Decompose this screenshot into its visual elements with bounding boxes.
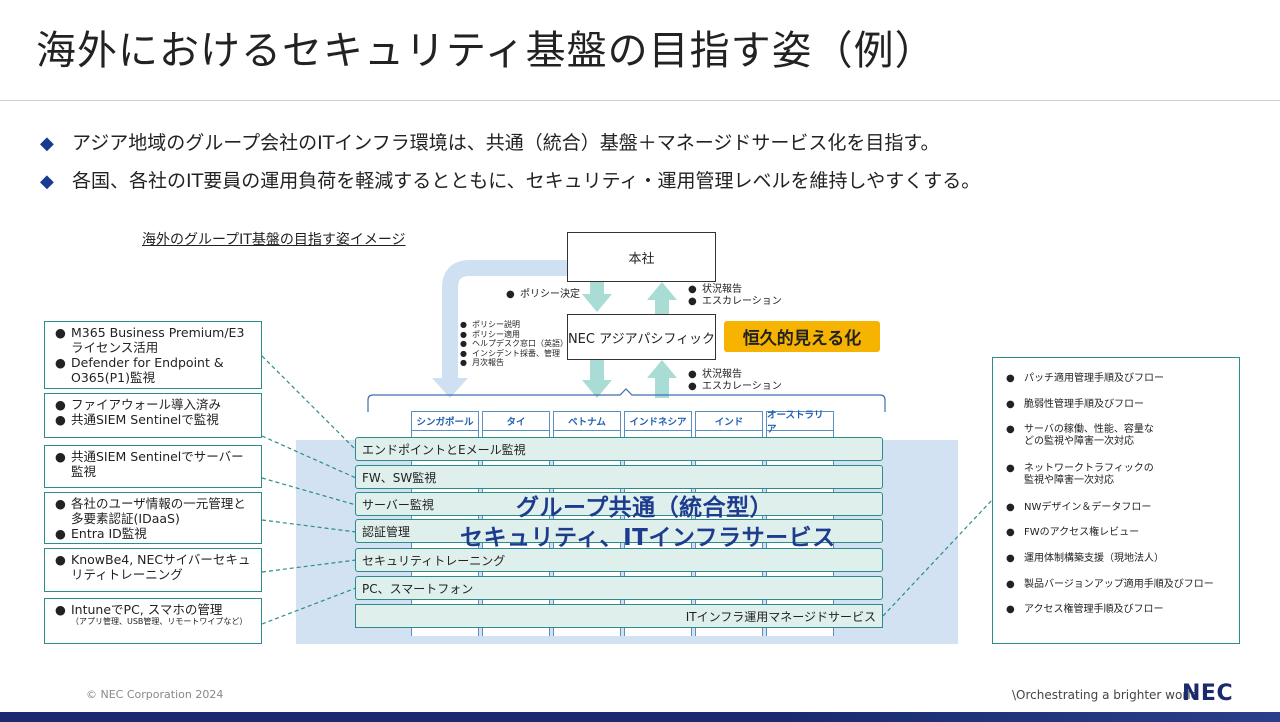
policy-flow-arrow <box>442 260 567 378</box>
right-item: ●FWのアクセス権レビュー <box>1006 527 1140 538</box>
policy-decision-note: ●ポリシー決定 <box>506 289 580 300</box>
overlay-line-1: グループ共通（統合型） <box>516 495 774 521</box>
apac-to-countries-arrowhead <box>582 380 612 398</box>
right-item: ●運用体制構築支援（現地法人） <box>1006 553 1164 564</box>
apac-to-hq-arrow-shaft <box>655 300 669 314</box>
layer-endpoint-email: エンドポイントとEメール監視 <box>355 437 883 461</box>
country-australia: オーストラリア <box>766 410 834 435</box>
layer-authentication: 認証管理 <box>355 519 883 543</box>
layer-fw-sw: FW、SW監視 <box>355 465 883 489</box>
layer-security-training: セキュリティトレーニング <box>355 548 883 572</box>
diamond-icon: ◆ <box>40 133 54 154</box>
nec-logo: NEC <box>1182 681 1234 706</box>
hq-to-apac-arrowhead <box>582 294 612 312</box>
footer-bar <box>0 712 1280 722</box>
right-item: ●製品バージョンアップ適用手順及びフロー <box>1006 579 1214 590</box>
report-up-note-1: ●状況報告 ●エスカレーション <box>688 284 782 307</box>
left-box-training: ●KnowBe4, NECサイバーセキュリティトレーニング <box>44 548 262 592</box>
tagline: \Orchestrating a brighter world <box>1012 688 1199 702</box>
bullet-2-text: 各国、各社のIT要員の運用負荷を軽減するとともに、セキュリティ・運用管理レベルを… <box>72 170 981 192</box>
report-up-note-2: ●状況報告 ●エスカレーション <box>688 369 782 392</box>
left-box-firewall: ●ファイアウォール導入済み ●共通SIEM Sentinelで監視 <box>44 393 262 438</box>
apac-down-notes: ●ポリシー説明 ●ポリシー適用 ●ヘルプデスク窓口（英語） ●インシデント採番、… <box>460 320 568 367</box>
overlay-line-2: セキュリティ、ITインフラサービス <box>460 525 836 551</box>
right-item: ●パッチ適用管理手順及びフロー <box>1006 373 1164 384</box>
left-box-idaas: ●各社のユーザ情報の一元管理と多要素認証(IDaaS) ●Entra ID監視 <box>44 492 262 544</box>
diamond-icon: ◆ <box>40 171 54 192</box>
headquarters-box: 本社 <box>567 232 716 282</box>
country-thailand: タイ <box>482 411 550 431</box>
hq-to-apac-arrow-shaft <box>590 282 604 294</box>
countries-to-apac-arrow-shaft <box>655 378 669 398</box>
right-item: ●脆弱性管理手順及びフロー <box>1006 399 1144 410</box>
policy-flow-arrowhead <box>432 378 468 398</box>
right-item: ●アクセス権管理手順及びフロー <box>1006 604 1164 615</box>
right-leader-line <box>882 499 993 617</box>
diagram-subtitle: 海外のグループIT基盤の目指す姿イメージ <box>142 232 406 248</box>
countries-brace <box>367 388 886 412</box>
left-box-intune: ●IntuneでPC, スマホの管理 （アプリ管理、USB管理、リモートワイプな… <box>44 598 262 644</box>
copyright: © NEC Corporation 2024 <box>86 688 224 701</box>
bullet-2: ◆ 各国、各社のIT要員の運用負荷を軽減するとともに、セキュリティ・運用管理レベル… <box>40 166 980 193</box>
left-box-siem-server: ●共通SIEM Sentinelでサーバー監視 <box>44 445 262 488</box>
nec-apac-box: NEC アジアパシフィック <box>567 314 716 360</box>
layer-managed-service: ITインフラ運用マネージドサービス <box>355 604 883 628</box>
bullet-1-text: アジア地域のグループ会社のITインフラ環境は、共通（統合）基盤＋マネージドサービ… <box>72 132 940 154</box>
page-title: 海外におけるセキュリティ基盤の目指す姿（例） <box>36 28 936 74</box>
title-divider <box>0 100 1280 101</box>
apac-to-hq-arrowhead <box>647 282 677 300</box>
country-vietnam: ベトナム <box>553 411 621 431</box>
left-box-m365: ●M365 Business Premium/E3ライセンス活用 ●Defend… <box>44 321 262 389</box>
managed-service-details-box <box>992 357 1240 644</box>
country-indonesia: インドネシア <box>624 411 692 431</box>
right-item: ●サーバの稼働、性能、容量などの監視や障害一次対応 <box>1006 424 1154 447</box>
country-india: インド <box>695 411 763 431</box>
layer-server: サーバー監視 <box>355 492 883 516</box>
bullet-1: ◆ アジア地域のグループ会社のITインフラ環境は、共通（統合）基盤＋マネージドサー… <box>40 128 939 155</box>
visibility-badge: 恒久的見える化 <box>724 321 880 352</box>
apac-to-countries-arrow-shaft <box>590 360 604 382</box>
right-item: ●NWデザイン＆データフロー <box>1006 502 1152 513</box>
left-leader-lines <box>261 355 357 625</box>
country-singapore: シンガポール <box>411 411 479 431</box>
right-item: ●ネットワークトラフィックの監視や障害一次対応 <box>1006 463 1154 486</box>
layer-pc-smartphone: PC、スマートフォン <box>355 576 883 600</box>
countries-to-apac-arrowhead <box>647 360 677 378</box>
